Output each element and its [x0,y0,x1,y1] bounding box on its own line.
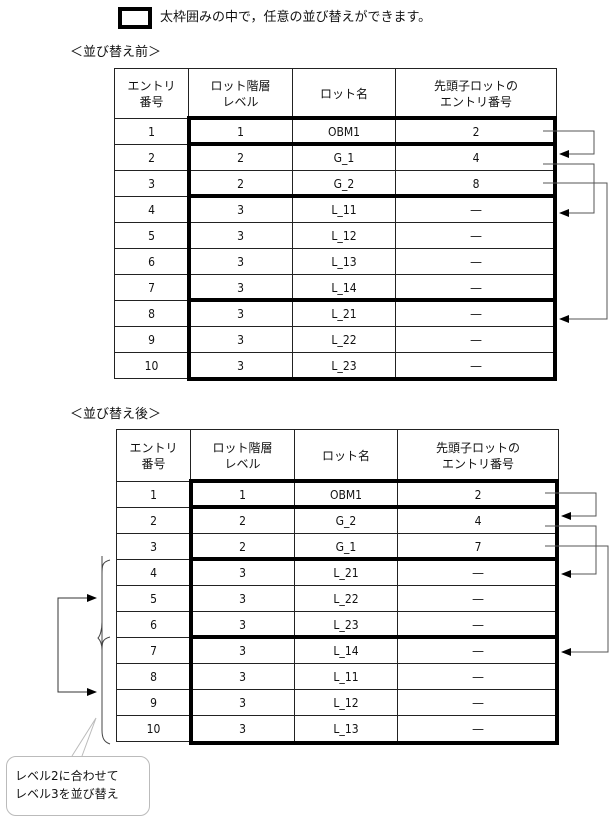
callout-note: レベル2に合わせて レベル3を並び替え [6,756,150,816]
entry-cell: 9 [114,326,189,353]
entry-cell: 2 [116,507,191,534]
name-cell: G_1 [294,533,398,560]
arrow-icon [545,492,597,520]
level-cell: 3 [188,248,293,275]
child-cell: ― [395,248,557,275]
entry-cell: 10 [114,352,189,379]
header-level: ロット階層レベル [190,429,295,482]
callout-line: レベル3を並び替え [15,787,119,801]
arrow-icon [545,525,597,578]
arrow-icon [545,545,609,656]
header-row: エントリ番号 ロット階層レベル ロット名 先頭子ロットのエントリ番号 [116,429,559,482]
name-cell: OBM1 [292,118,396,145]
level-cell: 3 [190,611,295,638]
child-cell: ― [395,352,557,379]
header-row: エントリ番号 ロット階層レベル ロット名 先頭子ロットのエントリ番号 [114,68,557,119]
level-cell: 3 [188,274,293,301]
before-title: ＜並び替え前＞ [70,45,162,60]
level-cell: 3 [188,300,293,327]
name-cell: L_21 [294,559,398,586]
entry-cell: 1 [116,481,191,508]
header-entry: エントリ番号 [116,429,191,482]
entry-cell: 8 [116,663,191,690]
thick-border-box-icon [118,7,152,29]
arrow-icon [543,163,595,217]
callout-line: レベル2に合わせて [15,769,119,783]
after-title: ＜並び替え後＞ [70,407,162,422]
name-cell: L_22 [292,326,396,353]
level-cell: 3 [190,585,295,612]
arrow-icon [57,594,97,650]
brace-icon [101,636,111,745]
child-cell: ― [395,222,557,249]
entry-cell: 2 [114,144,189,171]
brace-icon [97,556,111,651]
name-cell: L_14 [292,274,396,301]
header-name: ロット名 [292,68,396,119]
child-cell: 2 [397,481,559,508]
entry-cell: 4 [114,196,189,223]
arrow-icon [57,650,97,696]
entry-cell: 5 [116,585,191,612]
child-cell: ― [397,715,559,742]
arrow-icon [543,182,608,323]
entry-cell: 9 [116,689,191,716]
level-cell: 3 [190,715,295,742]
name-cell: L_11 [294,663,398,690]
header-child: 先頭子ロットのエントリ番号 [395,68,557,119]
child-cell: ― [395,196,557,223]
legend-text: 太枠囲みの中で，任意の並び替えができます。 [160,10,432,25]
arrow-icon [543,130,595,158]
child-cell: 4 [395,144,557,171]
entry-cell: 1 [114,118,189,145]
header-level: ロット階層レベル [188,68,293,119]
header-child: 先頭子ロットのエントリ番号 [397,429,559,482]
header-name: ロット名 [294,429,398,482]
name-cell: L_23 [294,611,398,638]
